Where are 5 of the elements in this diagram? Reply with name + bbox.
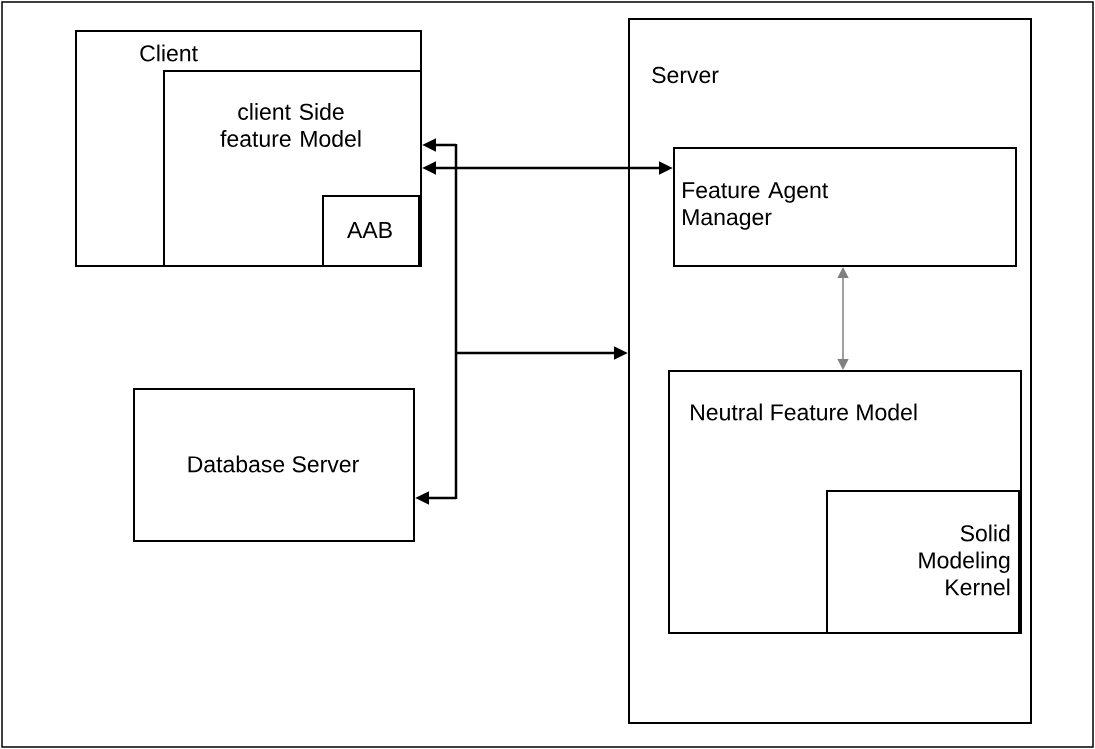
database-box: Database Server xyxy=(133,388,415,542)
manager-box: Feature Agent Manager xyxy=(673,147,1017,267)
kernel-box: Solid Modeling Kernel xyxy=(826,490,1020,634)
arrow xyxy=(837,267,849,370)
module-box: AAB xyxy=(322,195,420,267)
